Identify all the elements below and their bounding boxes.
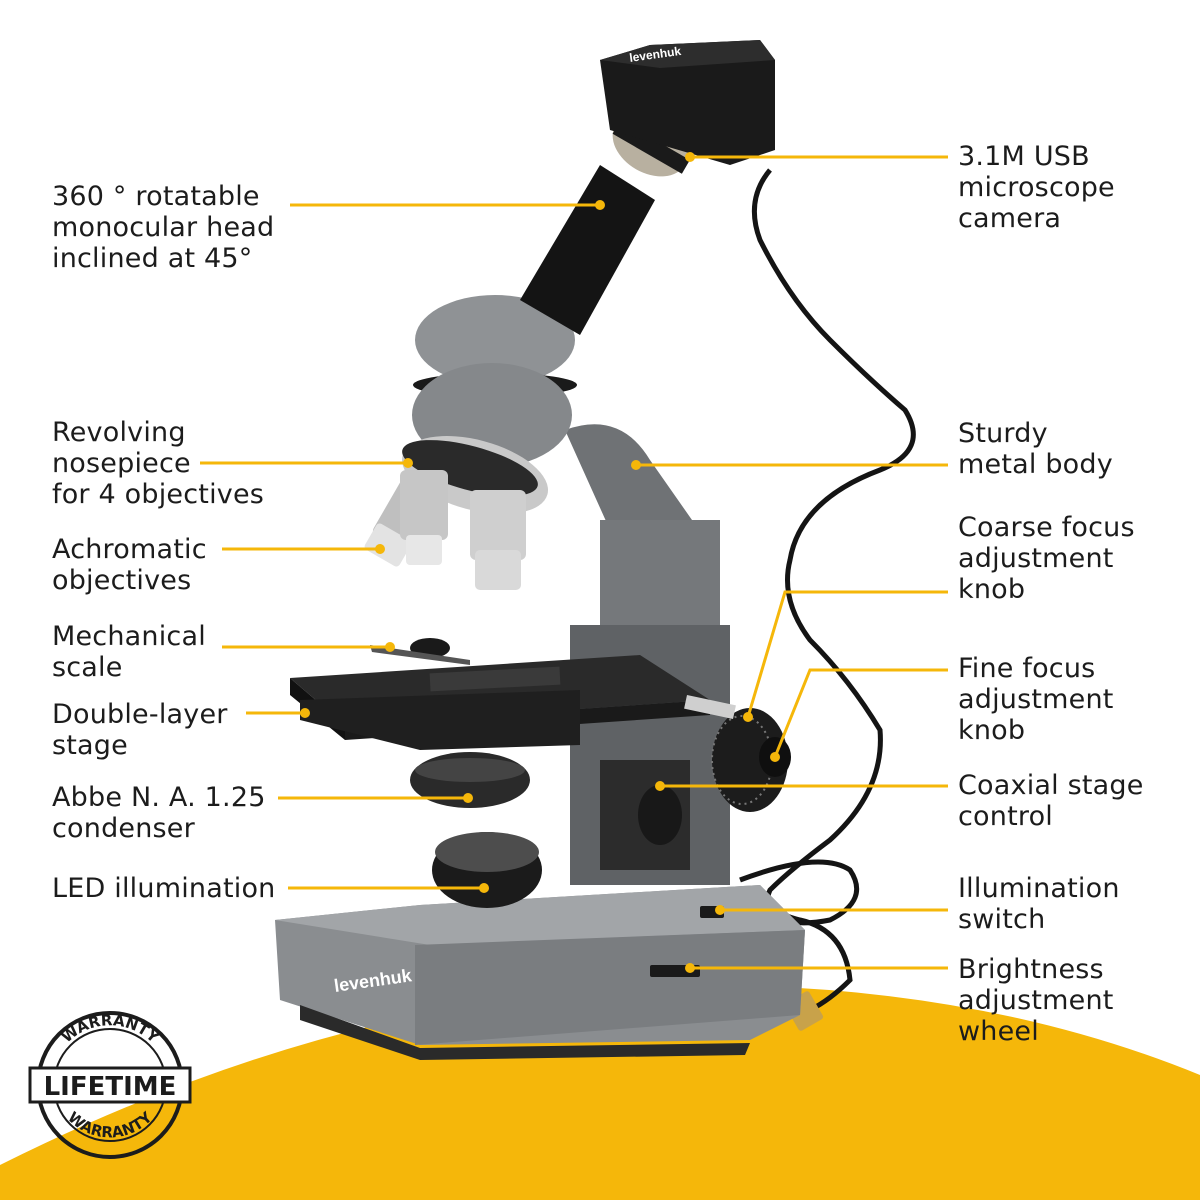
label-coarse: Coarse focus adjustment knob <box>958 512 1135 605</box>
dot-objectives <box>375 544 385 554</box>
eyepiece-tube <box>520 165 655 335</box>
condenser-ring <box>415 758 525 782</box>
line-coarse <box>746 590 948 718</box>
yellow-background-arc <box>0 985 1200 1200</box>
label-nosepiece: Revolving nosepiece for 4 objectives <box>52 417 265 510</box>
dot-scale <box>385 642 395 652</box>
base-top <box>275 885 805 945</box>
objective-center <box>400 470 448 565</box>
stage-rack <box>684 694 736 720</box>
led-lamp-glass <box>435 832 539 872</box>
label-switch: Illumination switch <box>958 873 1120 935</box>
badge-center-text: LIFETIME <box>44 1072 177 1102</box>
label-wheel: Brightness adjustment wheel <box>958 954 1114 1047</box>
label-coaxial: Coaxial stage control <box>958 770 1144 832</box>
usb-camera <box>600 40 775 165</box>
right-callout-lines <box>636 155 948 970</box>
usb-cable <box>751 168 916 1013</box>
label-body: Sturdy metal body <box>958 418 1113 480</box>
label-fine: Fine focus adjustment knob <box>958 653 1114 746</box>
stage-slot <box>429 666 561 692</box>
usb-camera-top <box>600 40 775 68</box>
stage-lower <box>300 690 580 750</box>
dot-camera <box>685 152 695 162</box>
label-objectives: Achromatic objectives <box>52 534 207 596</box>
base-front <box>415 930 805 1045</box>
dot-head <box>595 200 605 210</box>
dot-wheel <box>685 963 695 973</box>
objective-right <box>470 490 526 590</box>
coaxial-stage-knob <box>638 785 682 845</box>
label-camera: 3.1M USB microscope camera <box>958 141 1115 234</box>
base-feet <box>300 1005 750 1060</box>
dot-nosepiece <box>403 458 413 468</box>
line-fine <box>773 668 948 758</box>
dot-condenser <box>463 793 473 803</box>
left-callout-lines <box>200 203 600 890</box>
label-led: LED illumination <box>52 873 276 904</box>
dot-led <box>479 883 489 893</box>
stage-clip <box>370 645 470 665</box>
head-top-cap <box>415 295 575 385</box>
dot-body <box>631 460 641 470</box>
left-callout-dots <box>300 200 605 893</box>
right-callout-dots <box>631 152 780 973</box>
label-stage: Double-layer stage <box>52 699 228 761</box>
label-scale: Mechanical scale <box>52 621 206 683</box>
lifetime-warranty-badge: WARRANTY WARRANTY LIFETIME <box>28 1011 192 1159</box>
label-condenser: Abbe N. A. 1.25 condenser <box>52 782 266 844</box>
dot-coarse <box>743 712 753 722</box>
dot-switch <box>715 905 725 915</box>
dot-coaxial <box>655 781 665 791</box>
badge-top-text: WARRANTY <box>58 1011 163 1047</box>
label-head: 360 ° rotatable monocular head inclined … <box>52 181 275 274</box>
dot-fine <box>770 752 780 762</box>
svg-text:WARRANTY: WARRANTY <box>58 1011 163 1047</box>
dot-stage <box>300 708 310 718</box>
nosepiece-dark <box>402 440 538 496</box>
